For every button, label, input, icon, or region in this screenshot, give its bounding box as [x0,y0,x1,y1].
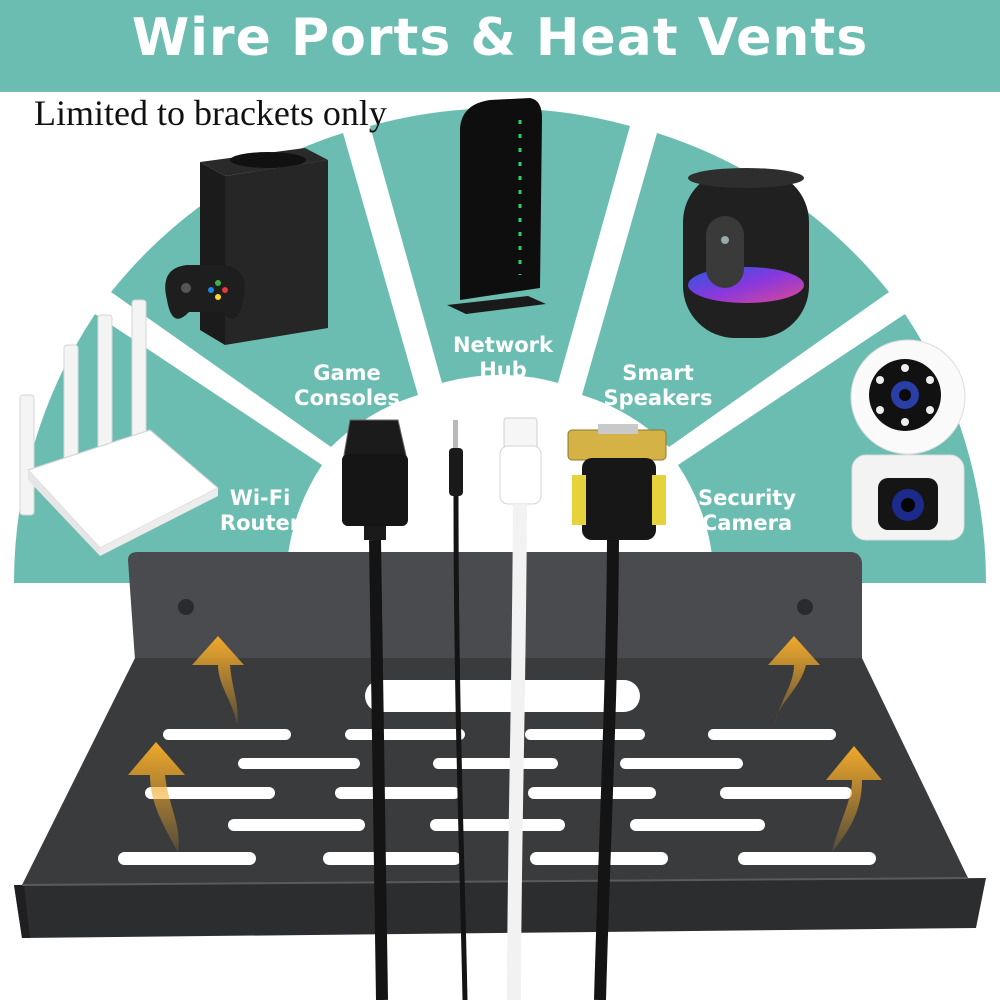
wall-shelf-image [14,552,986,938]
hdmi-cable [342,419,408,1000]
heat-vent-slots [118,729,876,865]
cables [342,417,667,1000]
heat-arrow-icon [768,636,820,724]
label-line-1: Network [453,333,554,357]
heat-arrow-icon [128,742,185,852]
audio-cable [449,420,468,1000]
heat-flow-arrows [128,636,882,852]
security-camera-image [850,339,966,541]
label-line-1: Game [313,361,381,385]
disclaimer-note: Limited to brackets only [34,93,387,133]
heat-arrow-icon [826,746,882,852]
label-security-camera: Security Camera [698,486,796,535]
label-line-2: Speakers [603,386,712,410]
label-line-1: Security [698,486,796,510]
shelf-back-panel [128,552,862,660]
title-banner: Wire Ports & Heat Vents [0,0,1000,92]
banner-title: Wire Ports & Heat Vents [131,8,869,68]
wifi-router-image [19,299,219,556]
label-line-2: Camera [702,511,792,535]
label-line-2: Hub [479,358,527,382]
label-game-consoles: Game Consoles [294,361,400,410]
label-line-2: Consoles [294,386,400,410]
cable-port [365,680,640,712]
smart-speaker-image [683,168,809,338]
ethernet-cable [499,417,542,1000]
game-console-image [165,148,328,345]
label-wifi-router: Wi-Fi Router [220,486,301,535]
label-line-1: Wi-Fi [230,486,291,510]
label-network-hub: Network Hub [453,333,554,382]
label-line-2: Router [220,511,301,535]
label-smart-speakers: Smart Speakers [603,361,712,410]
network-hub-image [447,98,546,314]
label-line-1: Smart [622,361,694,385]
vga-cable [567,424,667,1000]
heat-arrow-icon [192,636,244,724]
